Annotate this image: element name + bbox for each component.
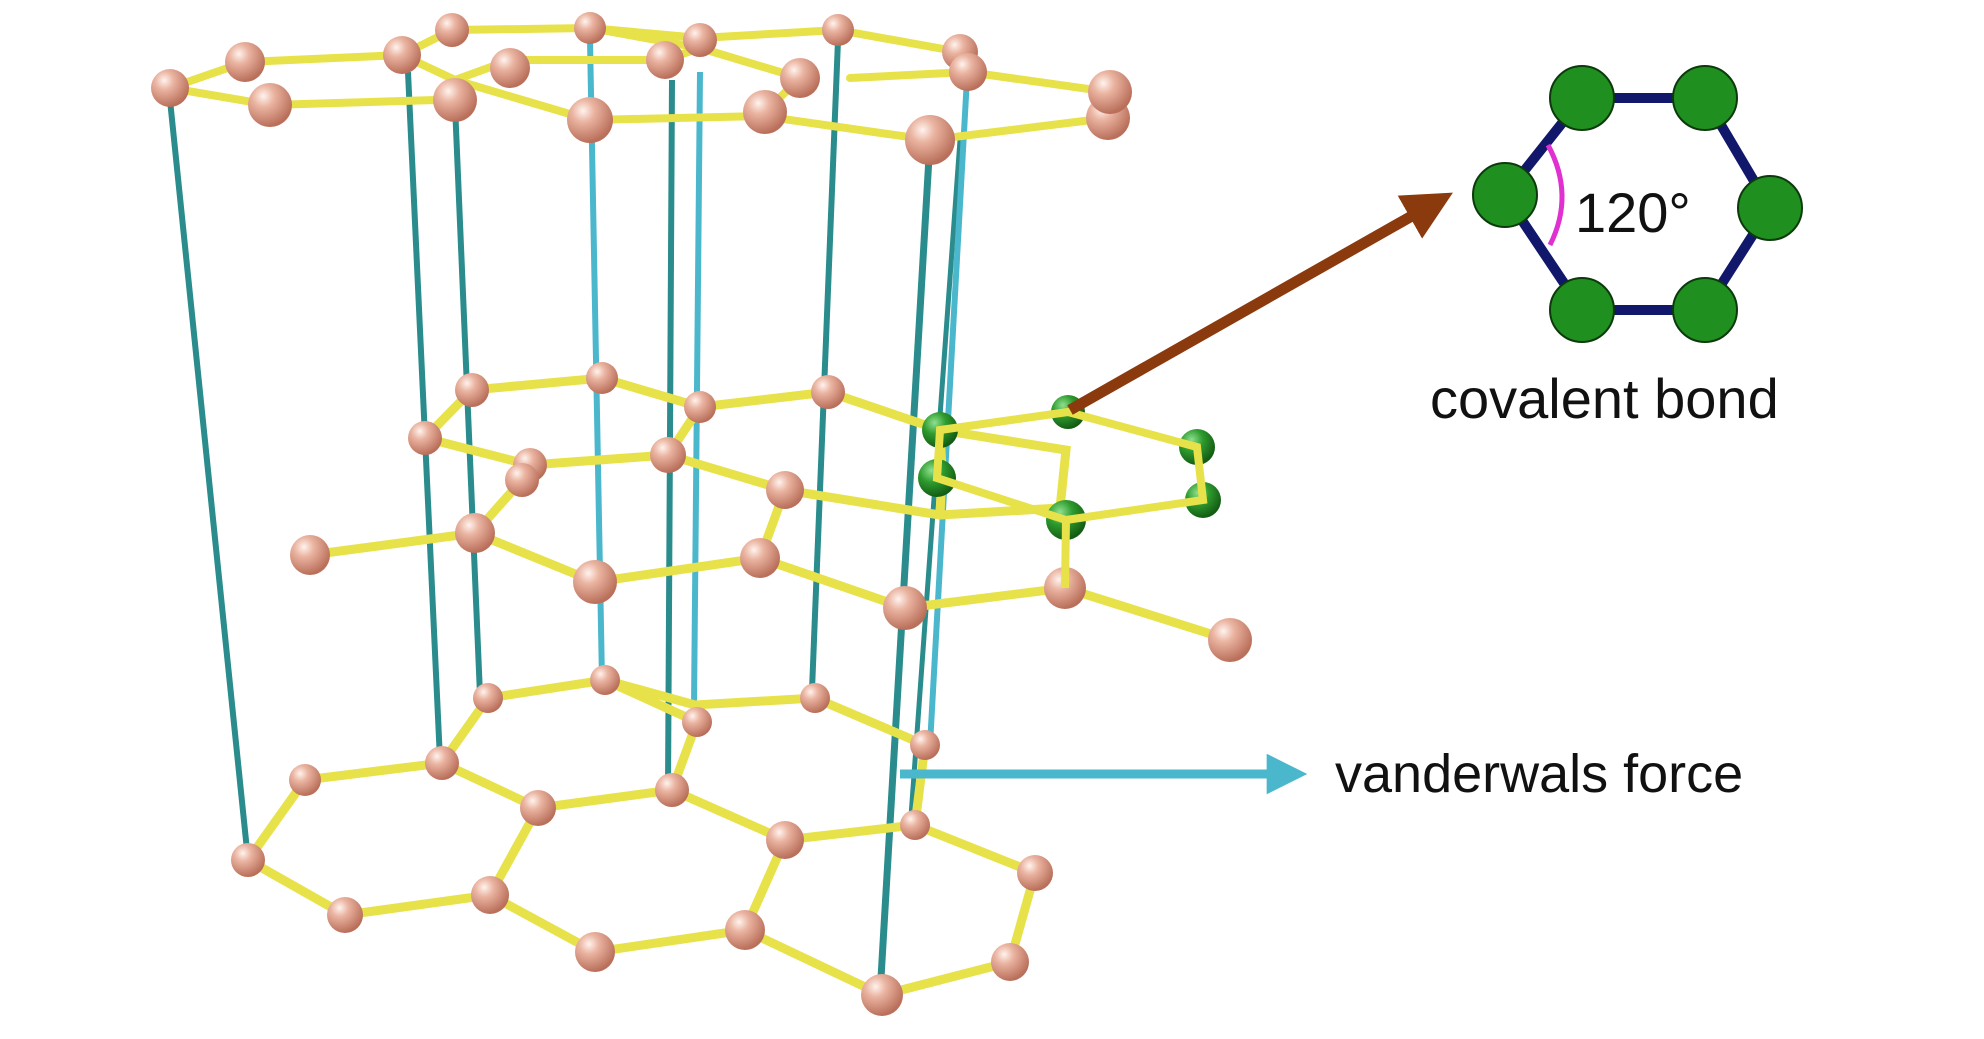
carbon-atom: [290, 535, 330, 575]
carbon-atom: [683, 23, 717, 57]
carbon-atom: [408, 421, 442, 455]
vdw-line: [876, 139, 934, 996]
inset-atom: [1549, 277, 1615, 343]
carbon-atom: [590, 665, 620, 695]
carbon-atom: [289, 764, 321, 796]
carbon-atom: [383, 36, 421, 74]
inset-atom: [1472, 162, 1538, 228]
carbon-atom: [740, 538, 780, 578]
carbon-atom: [1088, 70, 1132, 114]
inset-atom: [1737, 175, 1803, 241]
carbon-atom: [327, 897, 363, 933]
highlighted-hexagon-bonds: [932, 407, 1208, 589]
carbon-atom: [991, 943, 1029, 981]
carbon-atom: [725, 910, 765, 950]
carbon-atom: [811, 375, 845, 409]
carbon-atom: [455, 513, 495, 553]
carbon-atom: [151, 69, 189, 107]
covalent-bond-label: covalent bond: [1430, 367, 1779, 430]
carbon-atom: [505, 463, 539, 497]
carbon-atom: [1017, 855, 1053, 891]
carbon-atom: [231, 843, 265, 877]
angle-arc: [1545, 143, 1565, 247]
inset-atom: [1549, 65, 1615, 131]
covalent-hexagon-inset: 120°: [1472, 65, 1803, 343]
carbon-atom: [780, 58, 820, 98]
carbon-atom: [433, 78, 477, 122]
carbon-atom: [455, 373, 489, 407]
bottom-layer-atoms: [231, 665, 1053, 1016]
carbon-atom: [682, 707, 712, 737]
vdw-line: [691, 71, 703, 706]
vdw-line: [405, 71, 443, 761]
carbon-atom: [861, 974, 903, 1016]
covalent-arrow: [1067, 192, 1453, 415]
carbon-atom: [800, 683, 830, 713]
carbon-atom: [766, 821, 804, 859]
carbon-atom: [1208, 618, 1252, 662]
carbon-atom: [225, 42, 265, 82]
vdw-line: [809, 39, 841, 691]
vanderwaals-lines: [167, 39, 971, 996]
carbon-atom: [743, 90, 787, 134]
inset-atom: [1672, 65, 1738, 131]
carbon-atom: [575, 932, 615, 972]
carbon-atom: [822, 14, 854, 46]
carbon-atom: [586, 362, 618, 394]
carbon-atom: [248, 83, 292, 127]
carbon-atom: [766, 471, 804, 509]
carbon-atom: [567, 97, 613, 143]
carbon-atom: [425, 746, 459, 780]
carbon-atom: [905, 115, 955, 165]
carbon-atom: [684, 391, 716, 423]
vdw-line: [927, 59, 971, 746]
carbon-atom: [471, 876, 509, 914]
carbon-atom: [646, 41, 684, 79]
carbon-atom: [900, 810, 930, 840]
carbon-atom: [490, 48, 530, 88]
carbon-atom: [473, 683, 503, 713]
carbon-atom: [910, 730, 940, 760]
carbon-atom: [883, 586, 927, 630]
vdw-line: [665, 79, 675, 791]
carbon-atom: [574, 12, 606, 44]
carbon-atom: [949, 53, 987, 91]
angle-label: 120°: [1575, 181, 1691, 244]
carbon-atom: [650, 437, 686, 473]
carbon-atom: [435, 13, 469, 47]
vdw-line: [167, 99, 251, 861]
vanderwaals-force-label: vanderwals force: [1335, 744, 1743, 804]
top-layer-atoms: [151, 12, 1132, 165]
middle-layer-atoms: [290, 362, 1252, 662]
carbon-atom: [573, 560, 617, 604]
carbon-atom: [520, 790, 556, 826]
inset-atom: [1672, 277, 1738, 343]
carbon-atom: [655, 773, 689, 807]
